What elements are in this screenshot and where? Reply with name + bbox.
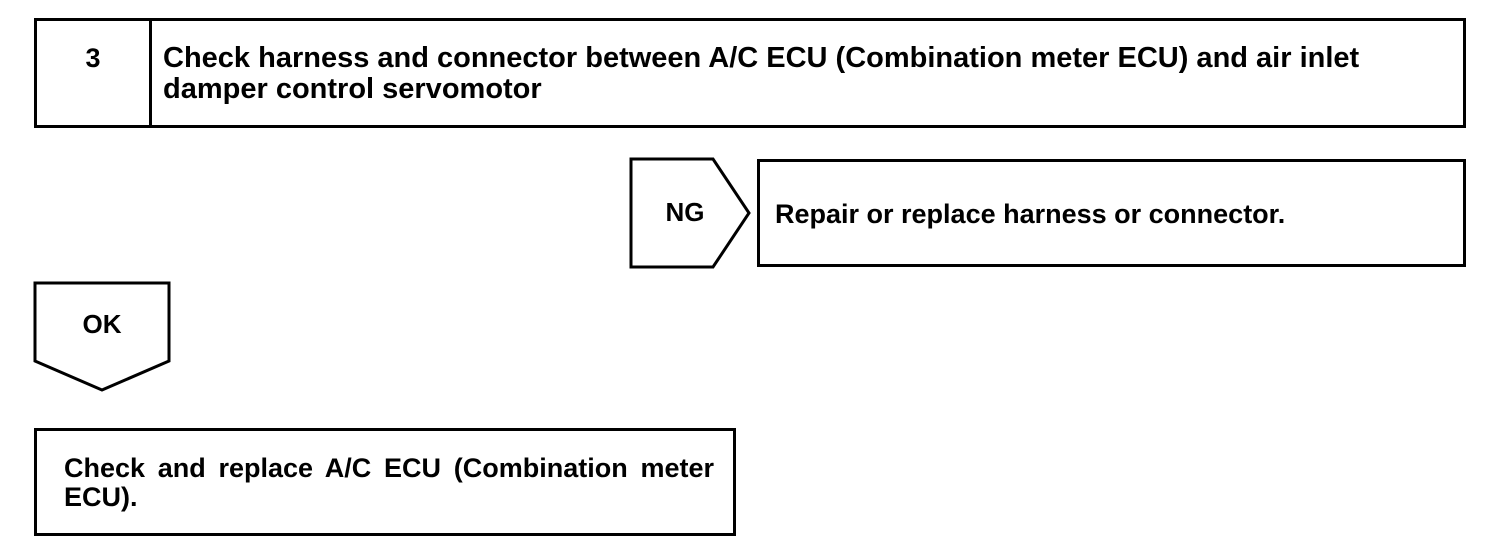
ng-label: NG — [665, 197, 705, 227]
ng-result-text: Repair or replace harness or connector. — [775, 199, 1286, 229]
ng-result-box: Repair or replace harness or connector. — [757, 159, 1466, 267]
final-step-text: Check and replace A/C ECU (Combination m… — [64, 453, 714, 512]
step-title: Check harness and connector between A/C … — [163, 42, 1360, 105]
ok-label: OK — [82, 309, 122, 339]
ok-arrow-shape — [33, 281, 171, 392]
final-step-box: Check and replace A/C ECU (Combination m… — [34, 428, 736, 536]
step-divider — [149, 21, 152, 125]
ng-arrow-shape — [629, 157, 751, 269]
step-number: 3 — [85, 43, 101, 73]
step-box: 3 Check harness and connector between A/… — [34, 18, 1466, 128]
